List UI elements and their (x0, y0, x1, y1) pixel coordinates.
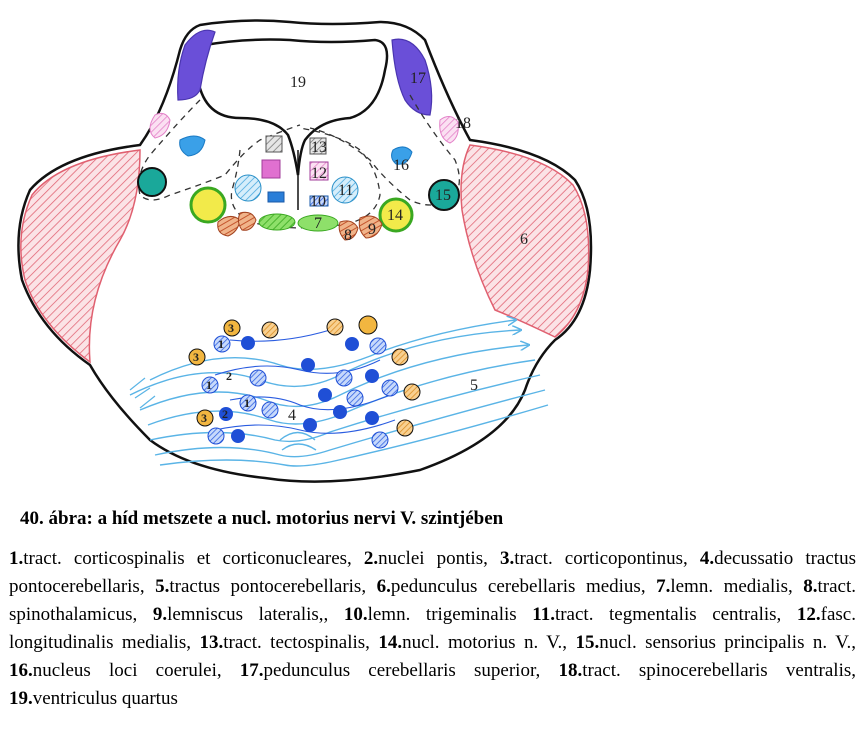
central-tegmental-tract-right (331, 176, 359, 204)
legend-number: 5. (155, 576, 170, 597)
legend-text: tract. tectospinalis, (223, 632, 379, 653)
label-16: 16 (393, 157, 409, 174)
tectospinal-tract-right (309, 137, 327, 155)
figure-caption: 40. ábra: a híd metszete a nucl. motoriu… (20, 508, 504, 529)
label-12: 12 (311, 165, 327, 182)
motor-nucleus-v-right (378, 197, 414, 233)
legend-text: nucl. motorius n. V., (402, 632, 576, 653)
lateral-lemniscus-left (217, 216, 241, 237)
tegmentum-boundary-dashed (138, 99, 301, 201)
legend-text: pedunculus cerebellaris superior, (263, 660, 559, 681)
legend-number: 1. (9, 548, 24, 569)
corticopontine-tract-bundles (188, 315, 421, 437)
medial-lemniscus-left (258, 213, 296, 231)
legend-number: 2. (363, 548, 379, 569)
tegmentum-boundary-dashed-right (309, 94, 460, 206)
legend-text: tract. corticopontinus, (514, 548, 700, 569)
middle-cerebellar-peduncle-right (460, 144, 590, 338)
legend-text: lemniscus lateralis,, (167, 604, 344, 625)
label-14: 14 (387, 207, 403, 224)
legend-text: nucleus loci coerulei, (32, 660, 240, 681)
legend-text: ventriculus quartus (32, 688, 178, 709)
legend-number: 4. (699, 548, 715, 569)
trigeminal-lemniscus-right (309, 195, 329, 207)
trigeminal-lemniscus-left (267, 191, 285, 203)
fourth-ventricle (196, 38, 389, 176)
label-6: 6 (520, 231, 528, 248)
legend-text: nucl. sensorius principalis n. V., (599, 632, 856, 653)
corticopontine-fibers (214, 329, 396, 434)
label-1b: 1 (206, 378, 212, 392)
superior-cerebellar-peduncle-left (177, 29, 216, 101)
label-5: 5 (470, 377, 478, 394)
label-15: 15 (435, 187, 451, 204)
label-8: 8 (344, 227, 352, 244)
label-7: 7 (314, 215, 322, 232)
label-10: 10 (310, 193, 326, 210)
lateral-lemniscus-right (358, 215, 383, 239)
legend-text: lemn. trigeminalis (367, 604, 533, 625)
spinothalamic-tract-left (237, 211, 257, 231)
corticospinal-tract-bundles (201, 335, 399, 449)
legend-number: 13. (199, 632, 224, 653)
label-2b: 2 (222, 407, 228, 421)
label-9: 9 (368, 221, 376, 238)
label-19: 19 (290, 74, 306, 91)
label-17: 17 (410, 70, 426, 87)
legend-text: tractus pontocerebellaris, (169, 576, 377, 597)
superior-cerebellar-peduncle-right (391, 38, 433, 116)
middle-cerebellar-peduncle-left (20, 149, 141, 364)
legend-number: 19. (9, 688, 33, 709)
label-1a: 1 (218, 337, 224, 351)
ventral-spinocerebellar-tract-left (149, 112, 171, 139)
legend-text: fasc. longitudinalis medialis, (9, 604, 856, 653)
figure-legend: 1.tract. corticospinalis et corticonucle… (9, 545, 856, 713)
spinothalamic-tract-right (338, 220, 359, 241)
legend-number: 12. (796, 604, 821, 625)
legend-text: tract. spinocerebellaris ventralis, (582, 660, 856, 681)
legend-number: 3. (499, 548, 515, 569)
legend-number: 16. (9, 660, 33, 681)
motor-nucleus-v-left (189, 186, 227, 224)
legend-number: 15. (575, 632, 600, 653)
legend-number: 7. (656, 576, 671, 597)
legend-text: lemn. medialis, (670, 576, 804, 597)
legend-number: 11. (532, 604, 555, 625)
label-18: 18 (455, 115, 471, 132)
pons-section-diagram: 19 17 18 16 15 14 13 12 11 10 9 8 7 6 5 … (17, 19, 593, 483)
legend-text: tract. spinothalamicus, (9, 576, 856, 625)
principal-sensory-nucleus-v-right (428, 179, 460, 211)
label-3c: 3 (201, 411, 207, 425)
principal-sensory-nucleus-v-left (137, 167, 167, 197)
medial-lemniscus-right (297, 214, 339, 232)
legend-number: 8. (803, 576, 818, 597)
legend-text: tract. tegmentalis centralis, (554, 604, 797, 625)
label-13: 13 (311, 139, 327, 156)
pontine-nuclei (219, 336, 379, 443)
legend-text: decussatio tractus pontocerebellaris, (9, 548, 856, 597)
locus-coeruleus-right (391, 146, 413, 165)
legend-number: 6. (376, 576, 391, 597)
legend-text: pedunculus cerebellaris medius, (390, 576, 657, 597)
central-tegmental-tract-left (234, 174, 262, 202)
locus-coeruleus-left (179, 135, 206, 157)
legend-number: 18. (558, 660, 583, 681)
legend-number: 17. (239, 660, 264, 681)
legend-text: tract. corticospinalis et corticonuclear… (23, 548, 364, 569)
label-1c: 1 (244, 396, 250, 410)
legend-number: 10. (343, 604, 368, 625)
mlf-left (261, 159, 281, 179)
legend-text: nuclei pontis, (378, 548, 500, 569)
legend-number: 9. (152, 604, 168, 625)
label-11: 11 (338, 182, 353, 199)
label-3b: 3 (193, 350, 199, 364)
tectospinal-tract-left (265, 135, 283, 153)
label-2a: 2 (226, 369, 232, 383)
label-4: 4 (288, 407, 296, 424)
label-3a: 3 (228, 321, 234, 335)
ventral-spinocerebellar-tract-right (439, 116, 459, 144)
mlf-right (309, 161, 329, 181)
legend-number: 14. (378, 632, 403, 653)
